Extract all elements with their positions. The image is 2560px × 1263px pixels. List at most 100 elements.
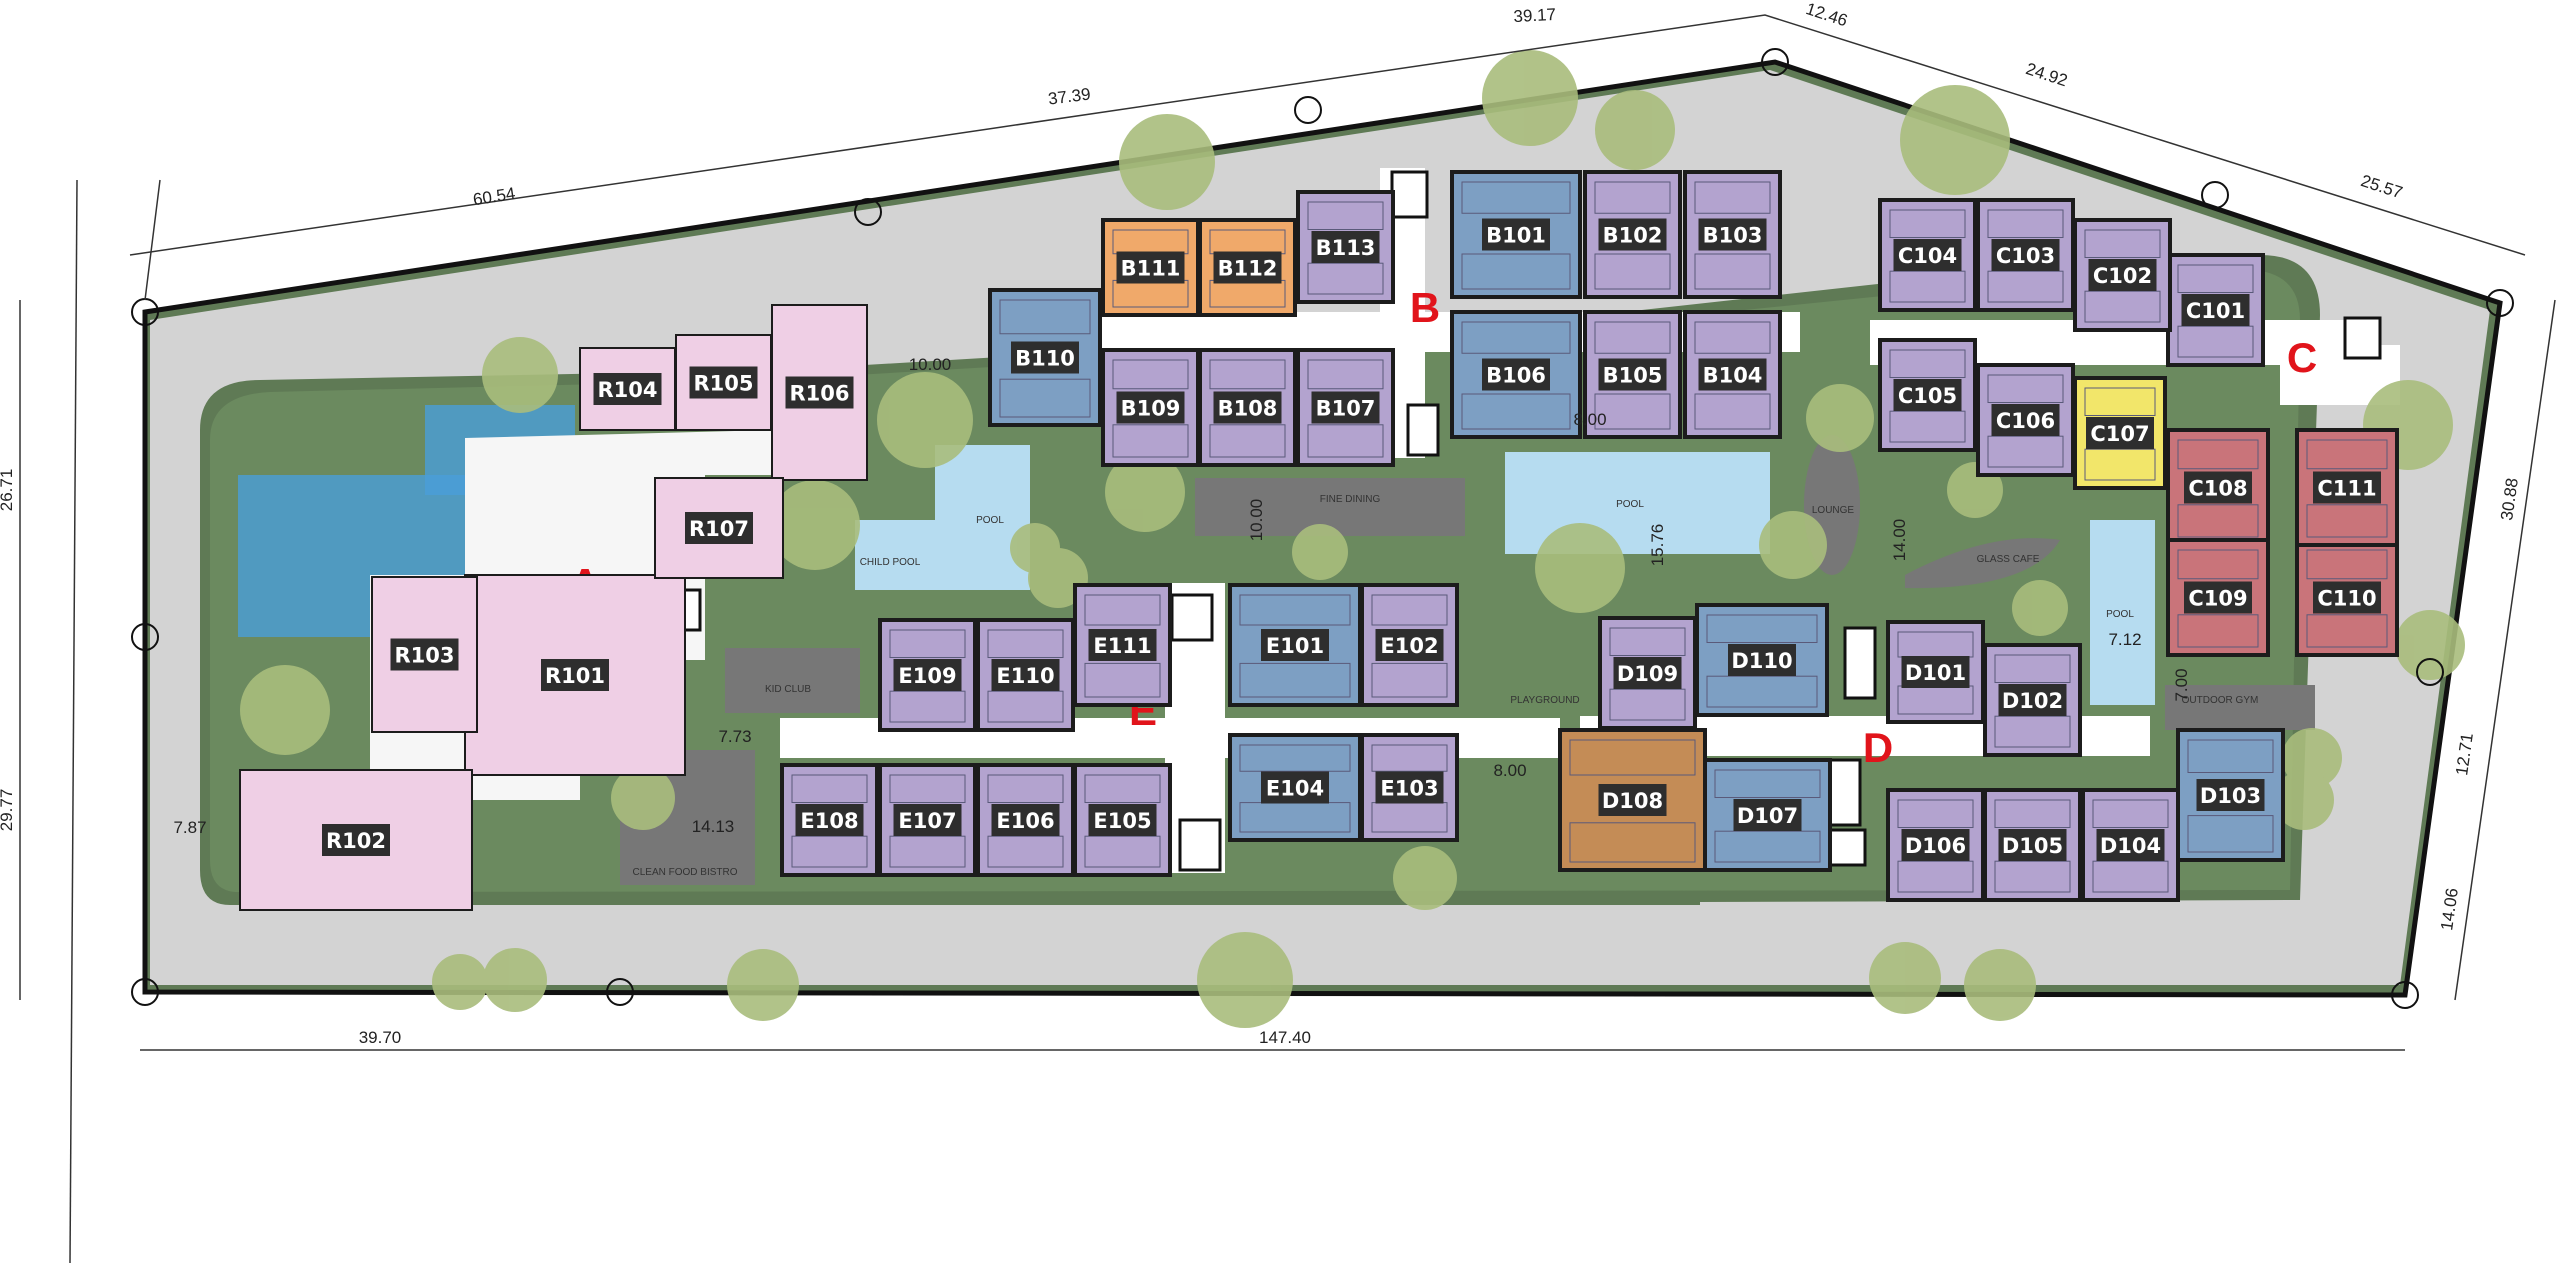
unit-b111[interactable]: B111	[1101, 218, 1200, 317]
unit-b113[interactable]: B113	[1296, 190, 1395, 304]
unit-label: R103	[394, 644, 454, 668]
dimension-label: 7.73	[718, 727, 751, 746]
unit-c108[interactable]: C108	[2166, 428, 2270, 547]
furniture-outline	[1889, 410, 1966, 443]
unit-d110[interactable]: D110	[1695, 603, 1829, 717]
unit-r107[interactable]: R107	[654, 477, 784, 579]
unit-label: D109	[1617, 662, 1678, 686]
amenity-label: POOL	[2106, 609, 2134, 620]
unit-label: C102	[2093, 264, 2152, 288]
unit-d107[interactable]: D107	[1703, 758, 1832, 872]
furniture-outline	[1239, 744, 1351, 772]
unit-b105[interactable]: B105	[1583, 310, 1682, 439]
unit-label: B112	[1218, 257, 1278, 281]
furniture-outline	[1084, 594, 1161, 626]
unit-label: B110	[1015, 347, 1075, 371]
amenity-label: CLEAN FOOD BISTRO	[632, 867, 737, 878]
unit-label-tag	[1213, 391, 1282, 424]
furniture-outline	[791, 835, 868, 868]
unit-label: D107	[1737, 804, 1798, 828]
unit-e104[interactable]: E104	[1228, 733, 1362, 842]
pool-child	[855, 520, 935, 590]
unit-e108[interactable]: E108	[780, 763, 879, 877]
unit-c111[interactable]: C111	[2295, 428, 2399, 547]
unit-e101[interactable]: E101	[1228, 583, 1362, 707]
unit-label-tag	[2181, 294, 2250, 326]
dimension-label: 26.71	[0, 469, 16, 512]
unit-b109[interactable]: B109	[1101, 348, 1200, 467]
unit-e103[interactable]: E103	[1360, 733, 1459, 842]
furniture-outline	[1307, 262, 1384, 295]
furniture-outline	[2177, 264, 2254, 293]
unit-d103[interactable]: D103	[2176, 728, 2285, 862]
unit-b110[interactable]: B110	[988, 288, 1102, 427]
unit-label: D104	[2100, 834, 2161, 858]
furniture-outline	[1569, 739, 1696, 776]
unit-e106[interactable]: E106	[976, 763, 1075, 877]
unit-b102[interactable]: B102	[1583, 170, 1682, 299]
unit-label-tag	[1613, 657, 1682, 689]
dimension-label: 14.00	[1890, 519, 1909, 562]
unit-r101[interactable]: R101	[464, 574, 686, 776]
unit-label: E101	[1266, 634, 1324, 658]
unit-label: E105	[1093, 809, 1151, 833]
unit-d109[interactable]: D109	[1598, 616, 1697, 730]
unit-d108[interactable]: D108	[1558, 728, 1707, 872]
unit-e110[interactable]: E110	[976, 618, 1075, 732]
furniture-outline	[1307, 201, 1384, 230]
furniture-outline	[1987, 209, 2064, 238]
unit-d104[interactable]: D104	[2081, 788, 2180, 902]
unit-d106[interactable]: D106	[1886, 788, 1985, 902]
unit-b108[interactable]: B108	[1198, 348, 1297, 467]
unit-e105[interactable]: E105	[1073, 763, 1172, 877]
furniture-outline	[2084, 387, 2156, 416]
unit-label-tag	[689, 366, 758, 399]
unit-b101[interactable]: B101	[1450, 170, 1582, 299]
furniture-outline	[791, 774, 868, 803]
unit-e109[interactable]: E109	[878, 618, 977, 732]
unit-c104[interactable]: C104	[1878, 198, 1977, 312]
unit-d101[interactable]: D101	[1886, 620, 1985, 724]
unit-b104[interactable]: B104	[1683, 310, 1782, 439]
unit-b106[interactable]: B106	[1450, 310, 1582, 439]
unit-label-tag	[1698, 218, 1767, 251]
unit-e111[interactable]: E111	[1073, 583, 1172, 707]
furniture-outline	[2187, 739, 2274, 773]
unit-b112[interactable]: B112	[1198, 218, 1297, 317]
unit-e102[interactable]: E102	[1360, 583, 1459, 707]
unit-c106[interactable]: C106	[1976, 363, 2075, 477]
unit-label-tag	[1261, 771, 1329, 804]
kid-club-block	[725, 648, 860, 713]
unit-r106[interactable]: R106	[771, 304, 868, 481]
unit-r103[interactable]: R103	[371, 576, 478, 733]
unit-d105[interactable]: D105	[1983, 788, 2082, 902]
unit-r105[interactable]: R105	[675, 334, 772, 431]
furniture-outline	[999, 299, 1091, 335]
unit-b107[interactable]: B107	[1296, 348, 1395, 467]
unit-c103[interactable]: C103	[1976, 198, 2075, 312]
unit-e107[interactable]: E107	[878, 763, 977, 877]
unit-r104[interactable]: R104	[579, 347, 676, 431]
unit-label: B106	[1486, 364, 1546, 388]
unit-b103[interactable]: B103	[1683, 170, 1782, 299]
unit-d102[interactable]: D102	[1983, 643, 2082, 757]
unit-c105[interactable]: C105	[1878, 338, 1977, 452]
dimension-label: 8.00	[1493, 761, 1526, 780]
unit-label: E109	[898, 664, 956, 688]
unit-r102[interactable]: R102	[239, 769, 473, 911]
pool-c	[2090, 520, 2155, 705]
furniture-outline	[1084, 835, 1161, 868]
furniture-outline	[2306, 549, 2388, 580]
unit-label-tag	[1116, 251, 1185, 284]
unit-c107[interactable]: C107	[2073, 376, 2167, 490]
furniture-outline	[2306, 439, 2388, 470]
dimension-label: 147.40	[1259, 1028, 1311, 1047]
furniture-outline	[1714, 830, 1821, 863]
unit-c110[interactable]: C110	[2295, 538, 2399, 657]
unit-c101[interactable]: C101	[2166, 253, 2265, 367]
unit-label-tag	[2184, 581, 2252, 614]
unit-label: E106	[996, 809, 1054, 833]
unit-c109[interactable]: C109	[2166, 538, 2270, 657]
unit-c102[interactable]: C102	[2073, 218, 2172, 332]
